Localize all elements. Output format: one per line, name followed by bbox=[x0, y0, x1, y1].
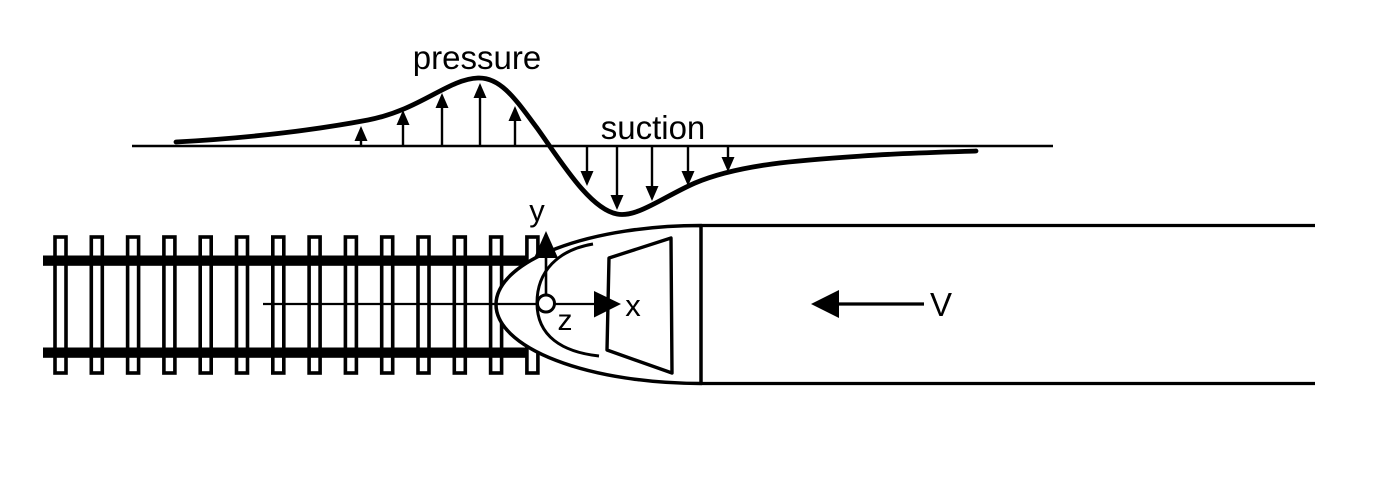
sleeper bbox=[234, 235, 250, 375]
train-body-outline bbox=[701, 223, 1315, 386]
suction-label: suction bbox=[601, 109, 706, 146]
sleeper bbox=[125, 235, 141, 375]
pressure-suction-curve bbox=[173, 75, 979, 217]
suction-arrow-head bbox=[681, 171, 695, 186]
velocity-annotation: V bbox=[811, 286, 952, 323]
rail-bottom bbox=[43, 347, 528, 358]
sleeper bbox=[53, 235, 68, 375]
pressure-arrow-head bbox=[354, 126, 368, 141]
suction-arrow-head bbox=[610, 195, 624, 210]
y-axis-label: y bbox=[529, 193, 545, 228]
suction-arrow-head bbox=[580, 171, 594, 186]
z-axis-label: z bbox=[558, 304, 573, 337]
suction-arrow-head bbox=[645, 186, 659, 201]
y-axis-arrowhead bbox=[534, 231, 558, 258]
pressure-arrow-head bbox=[508, 106, 522, 121]
pressure-wave-plot: pressure suction bbox=[132, 39, 1053, 217]
sleeper bbox=[162, 235, 177, 375]
velocity-arrowhead bbox=[811, 290, 839, 318]
sleeper bbox=[198, 235, 213, 375]
train bbox=[494, 223, 1315, 386]
suction-arrow-head bbox=[721, 157, 735, 172]
pressure-arrow-head bbox=[435, 93, 449, 108]
windscreen-panel bbox=[605, 236, 674, 375]
z-axis-origin-circle bbox=[536, 293, 556, 314]
pressure-arrow-head bbox=[473, 83, 487, 98]
x-axis-label: x bbox=[625, 288, 641, 323]
pressure-arrow-head bbox=[396, 110, 410, 125]
suction-arrows bbox=[580, 146, 735, 210]
coordinate-system: y x z bbox=[263, 193, 641, 337]
velocity-label: V bbox=[930, 286, 952, 323]
x-axis-arrowhead bbox=[594, 291, 621, 318]
rail-top bbox=[43, 255, 528, 266]
train-body-fill bbox=[701, 226, 1315, 383]
pressure-label: pressure bbox=[413, 39, 541, 76]
sleeper bbox=[89, 235, 105, 375]
pressure-arrows bbox=[354, 83, 522, 146]
